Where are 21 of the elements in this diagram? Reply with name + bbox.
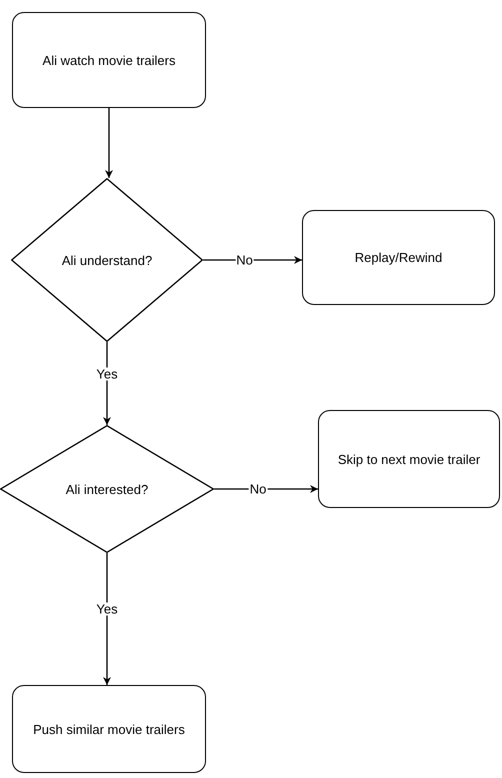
node-text: Skip to next movie trailer (338, 450, 480, 468)
arrow (214, 485, 318, 493)
process-box (318, 410, 500, 508)
node-text: Ali watch movie trailers (42, 52, 176, 68)
arrow (105, 108, 113, 178)
arrow (203, 256, 302, 264)
process-box (12, 685, 206, 773)
edge-label: No (235, 254, 254, 266)
edge-label: No (248, 482, 268, 496)
edge-label: Yes (95, 367, 119, 380)
edge-label: Yes (95, 602, 119, 616)
process-box (302, 210, 495, 305)
arrow (103, 342, 111, 425)
decision-diamond (0, 425, 214, 553)
node-text: Ali interested? (66, 480, 148, 498)
process-box (12, 12, 206, 108)
decision-diamond (11, 178, 203, 342)
node-text: Push similar movie trailers (33, 720, 185, 738)
node-text: Replay/Rewind (354, 249, 442, 266)
arrow (103, 553, 111, 685)
node-text: Ali understand? (62, 252, 152, 268)
